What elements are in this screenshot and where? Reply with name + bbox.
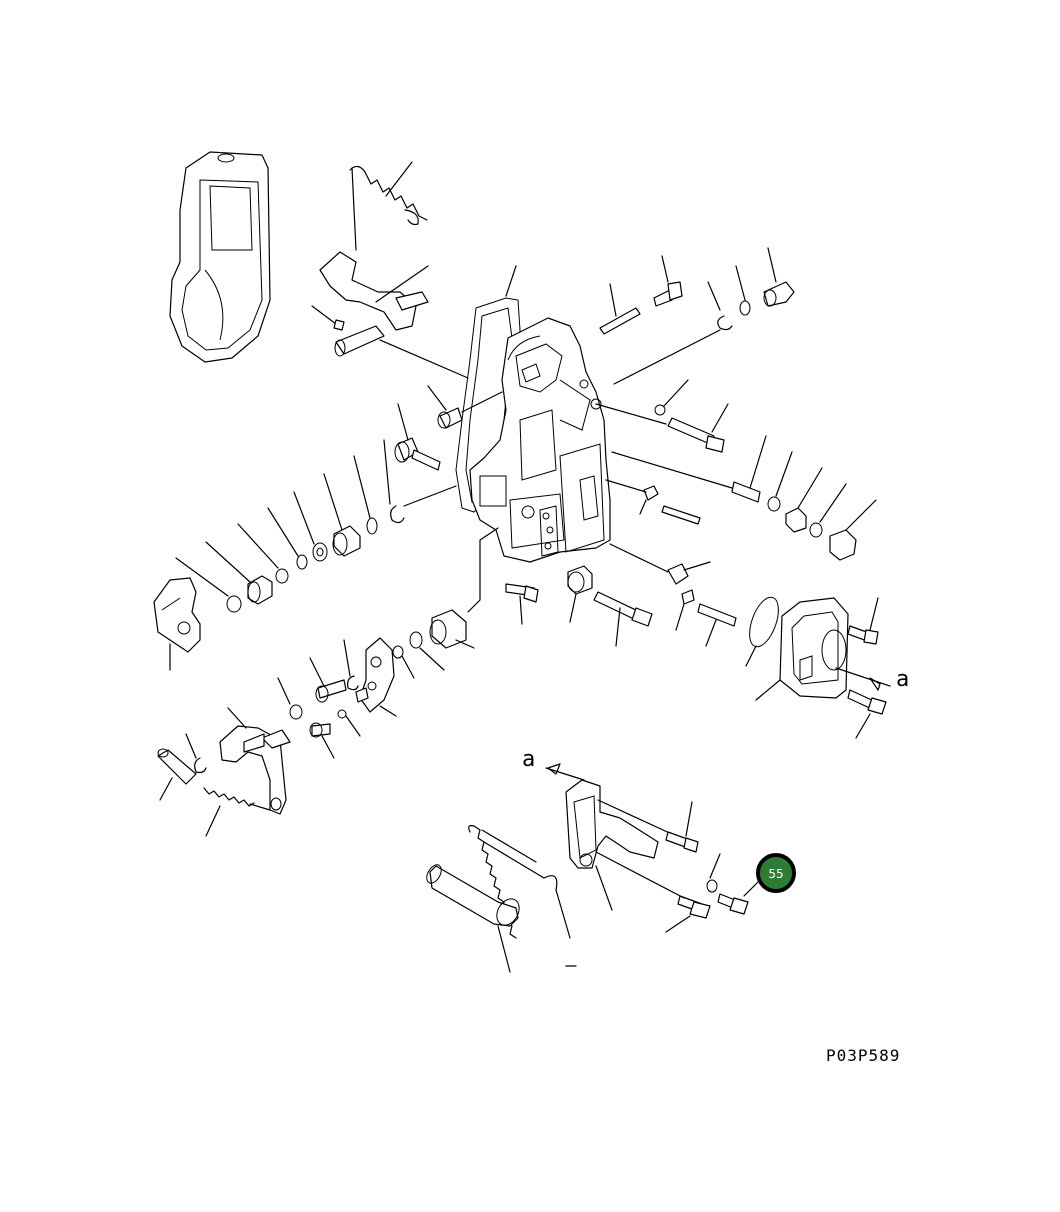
top-bolt xyxy=(653,255,683,307)
collar-center xyxy=(567,565,593,623)
large-spring xyxy=(468,825,571,939)
nut-right xyxy=(785,467,823,533)
long-bolt-center xyxy=(593,591,653,647)
bolt-left-long xyxy=(394,403,441,471)
long-bolt-right xyxy=(595,403,729,453)
nut-mid xyxy=(609,543,711,585)
main-housing xyxy=(469,317,611,563)
cam-lever xyxy=(359,637,397,717)
pin-top xyxy=(599,283,641,335)
bolt-center-2 xyxy=(309,657,347,703)
bolt-bottom-1 xyxy=(665,801,699,853)
small-nut-center xyxy=(337,687,369,737)
stud-mid-2 xyxy=(697,603,737,647)
snap-ring-left xyxy=(383,439,457,524)
left-bracket xyxy=(153,577,201,671)
bolt-center-3 xyxy=(309,722,335,759)
side-cover-plate xyxy=(755,597,891,701)
o-ring-left xyxy=(353,455,378,535)
callout-badge[interactable]: 55 xyxy=(743,853,796,897)
washer-center-2 xyxy=(392,645,415,679)
arrow-a-left xyxy=(545,763,585,781)
small-nut-mid-2 xyxy=(675,589,695,631)
pivot-pin xyxy=(429,527,499,649)
washer-bottom xyxy=(706,853,721,893)
bolt-bottom-2 xyxy=(717,893,749,915)
governor-lever xyxy=(311,251,469,379)
washer-right-3 xyxy=(809,483,847,538)
reference-label-a-right: a xyxy=(896,667,909,692)
washer-center-1 xyxy=(409,631,445,671)
washer-right-1 xyxy=(654,379,689,416)
bushing-left-2 xyxy=(205,541,273,605)
washer-left-1 xyxy=(293,491,328,562)
cover-housing xyxy=(169,151,271,363)
o-ring-top xyxy=(735,265,751,316)
bolt-bottom-3 xyxy=(595,851,711,933)
bolt-cover-1 xyxy=(847,597,879,645)
washer-left-4 xyxy=(175,557,242,613)
small-nut-mid xyxy=(605,479,659,515)
washer-left-2 xyxy=(267,507,308,570)
sleeve-tube xyxy=(426,864,520,973)
washer-center-3 xyxy=(277,677,303,720)
stud-right xyxy=(611,435,767,503)
snap-ring-lower xyxy=(185,733,207,774)
bushing-left-1 xyxy=(323,473,361,557)
plug-top xyxy=(763,247,795,307)
upper-spring xyxy=(349,161,428,251)
o-ring-large xyxy=(745,596,779,667)
cap-nut-right xyxy=(829,499,877,561)
stud-mid xyxy=(661,505,701,525)
reference-label-a-left: a xyxy=(522,747,535,772)
small-spring xyxy=(203,787,271,837)
snap-ring-top xyxy=(613,281,733,385)
drawing-code: P03P589 xyxy=(826,1046,900,1065)
roller-pin xyxy=(157,748,197,801)
bottom-bracket xyxy=(565,779,677,911)
washer-right-2 xyxy=(767,451,793,512)
link-lever xyxy=(219,707,291,815)
washer-left-3 xyxy=(237,523,289,584)
bolt-left-top xyxy=(427,385,503,429)
callout-badge-circle[interactable] xyxy=(756,853,796,893)
bolt-cover-2 xyxy=(847,689,887,739)
bolt-center-1 xyxy=(505,583,539,625)
snap-ring-center xyxy=(343,639,359,691)
